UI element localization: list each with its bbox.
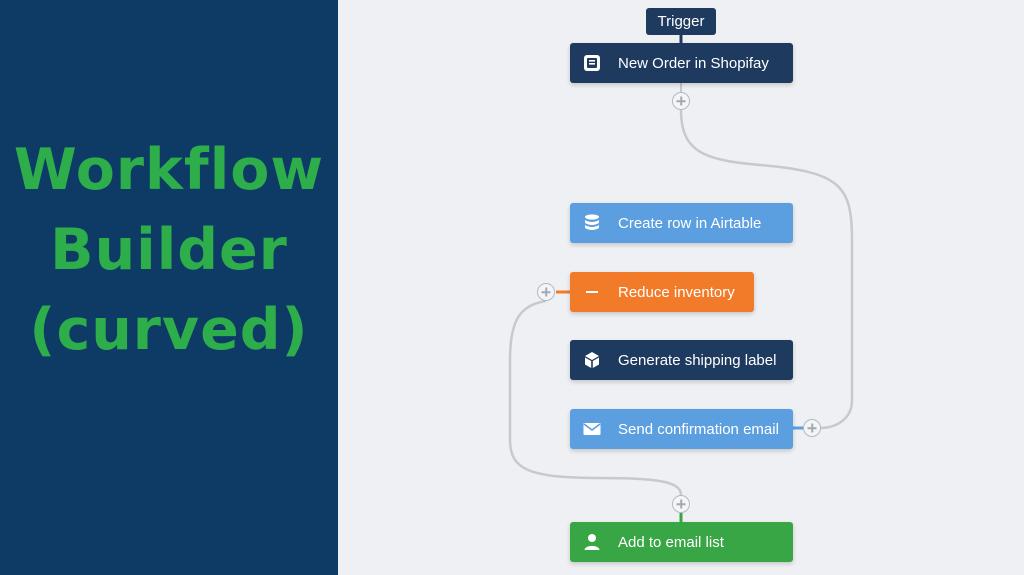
node-label: Create row in Airtable — [618, 214, 762, 232]
envelope-icon — [582, 419, 602, 439]
left-curve-connector — [508, 299, 683, 496]
user-icon — [582, 532, 602, 552]
title-line-3: (curved) — [29, 297, 309, 363]
node-new-order[interactable]: New Order in Shopifay — [570, 43, 793, 83]
right-curve-connector — [679, 108, 854, 430]
shopify-bag-icon — [582, 53, 602, 73]
title-line-1: Workflow — [13, 137, 325, 203]
node-label: Generate shipping label — [618, 351, 777, 369]
node-shipping-label[interactable]: Generate shipping label — [570, 340, 793, 380]
add-step-plus-top[interactable] — [672, 92, 690, 110]
title-line-2: Builder — [50, 217, 288, 283]
node-label: Add to email list — [618, 533, 724, 551]
add-step-plus-left[interactable] — [537, 283, 555, 301]
node-add-email-list[interactable]: Add to email list — [570, 522, 793, 562]
left-panel: Workflow Builder (curved) — [0, 0, 338, 575]
box-icon — [582, 350, 602, 370]
node-reduce-inventory[interactable]: Reduce inventory — [570, 272, 754, 312]
node-send-email[interactable]: Send confirmation email — [570, 409, 793, 449]
node-label: New Order in Shopifay — [618, 54, 769, 72]
add-step-plus-bottom[interactable] — [672, 495, 690, 513]
page-title: Workflow Builder (curved) — [0, 130, 338, 370]
database-icon — [582, 213, 602, 233]
node-create-row[interactable]: Create row in Airtable — [570, 203, 793, 243]
add-step-plus-right[interactable] — [803, 419, 821, 437]
trigger-label: Trigger — [646, 8, 716, 35]
node-label: Reduce inventory — [618, 283, 735, 301]
minus-icon — [582, 282, 602, 302]
node-label: Send confirmation email — [618, 420, 779, 438]
